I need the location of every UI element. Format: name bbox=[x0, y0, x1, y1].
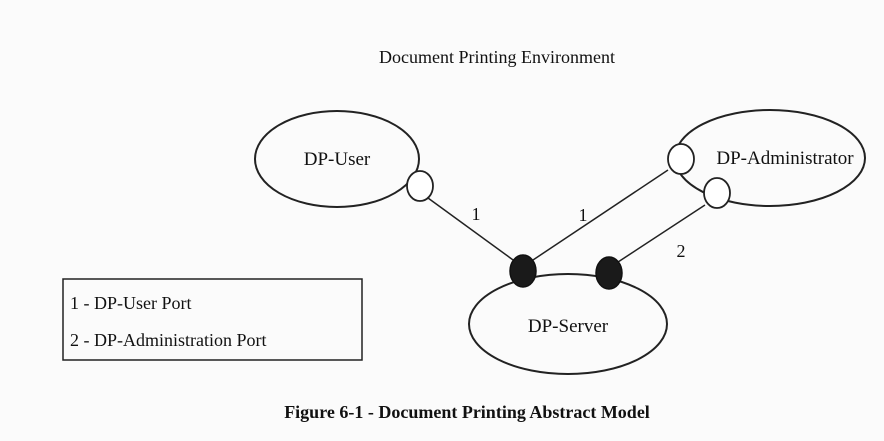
connection-line-admin-server-user-port bbox=[529, 169, 669, 263]
connection-line-admin-server-admin-port bbox=[614, 204, 706, 265]
legend-item-user-port: 1 - DP-User Port bbox=[70, 293, 192, 313]
dp-user-port-open bbox=[406, 170, 434, 202]
connection-number-admin-user-port: 1 bbox=[579, 205, 588, 225]
dp-server-label: DP-Server bbox=[528, 316, 609, 337]
dp-administrator-port-open-2 bbox=[703, 177, 731, 209]
connection-line-user-server bbox=[427, 197, 521, 266]
dp-administrator-port-open-1 bbox=[667, 143, 695, 175]
dp-server-node bbox=[468, 273, 668, 375]
dp-server-administration-port bbox=[595, 256, 623, 290]
connection-number-user: 1 bbox=[472, 204, 481, 224]
figure-caption: Figure 6-1 - Document Printing Abstract … bbox=[284, 402, 650, 422]
diagram-title: Document Printing Environment bbox=[379, 47, 615, 67]
legend-box bbox=[62, 278, 363, 361]
connection-number-admin-admin-port: 2 bbox=[677, 241, 686, 261]
legend-item-administration-port: 2 - DP-Administration Port bbox=[70, 330, 267, 350]
dp-administrator-label: DP-Administrator bbox=[716, 148, 854, 169]
dp-user-label: DP-User bbox=[304, 149, 371, 170]
dp-user-node bbox=[254, 110, 420, 208]
dp-server-user-port bbox=[509, 254, 537, 288]
